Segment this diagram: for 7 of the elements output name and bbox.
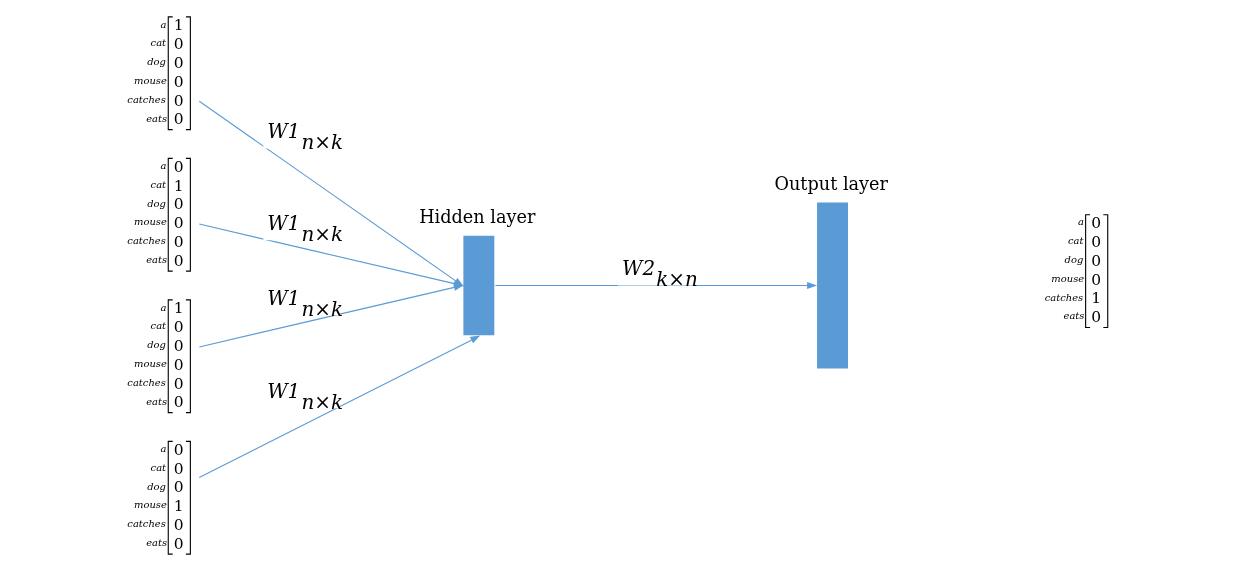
node-text: a 1 cat 0 dog 0 mouse 0 catches 0 eats 0 <box>126 299 184 412</box>
node-text: a 1 cat 0 dog 0 mouse 0 catches 0 eats 0 <box>126 16 184 129</box>
node-text: a 0 cat 0 dog 0 mouse 0 catches 1 eats 0 <box>1044 214 1101 327</box>
node-label: Hidden layer <box>418 207 535 228</box>
node-text: a 0 cat 1 dog 0 mouse 0 catches 0 eats 0 <box>126 157 184 270</box>
node-label: Output layer <box>774 174 888 195</box>
node-text: a 0 cat 0 dog 0 mouse 1 catches 0 eats 0 <box>126 440 184 553</box>
